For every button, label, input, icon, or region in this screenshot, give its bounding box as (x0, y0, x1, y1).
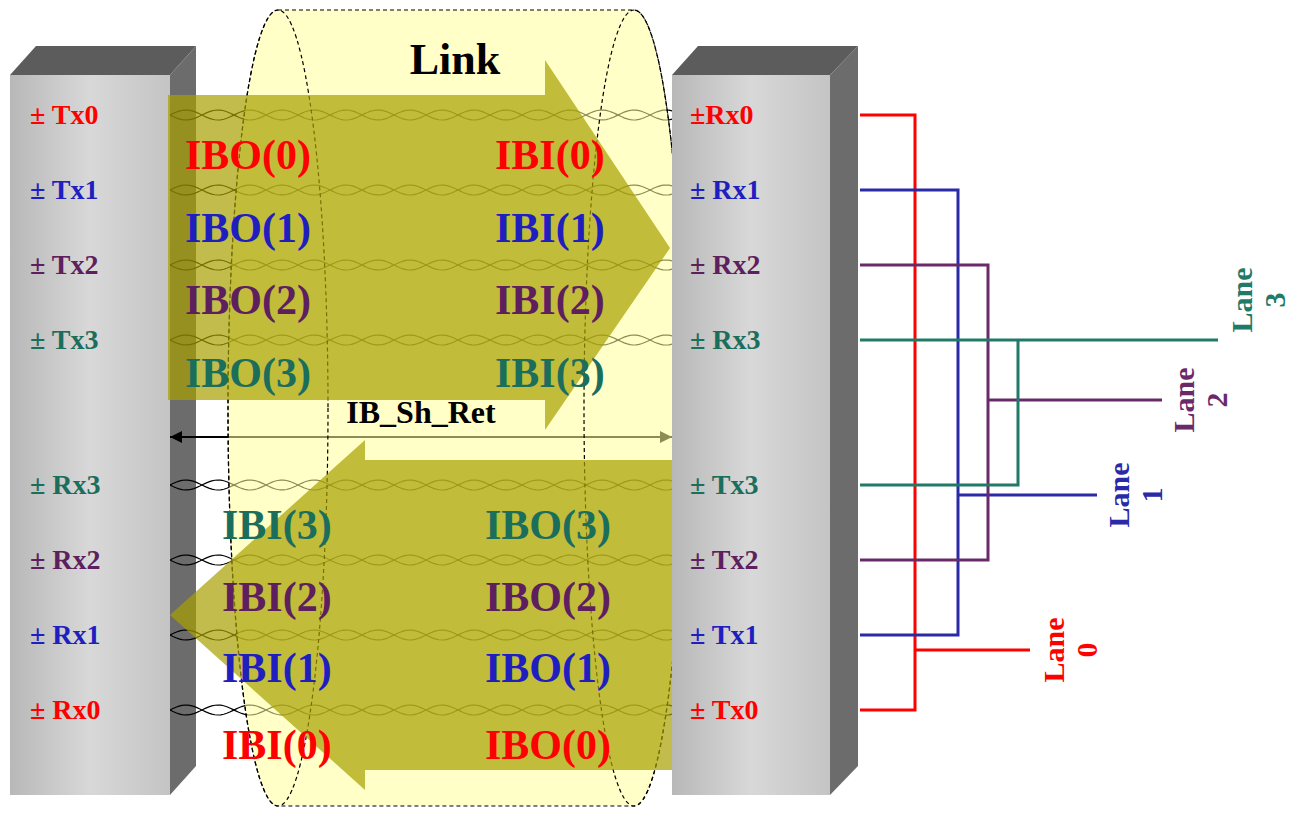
text-slot: IBI(3) (222, 501, 332, 549)
text-slot: IBO(3) (485, 501, 611, 549)
signal-label: IBO(3) (485, 501, 611, 549)
signal-label: IBO(0) (185, 131, 311, 179)
text-slot: ± Tx0 (690, 694, 759, 726)
signal-label: IBI(0) (495, 131, 605, 179)
text-slot: IBI(0) (222, 721, 332, 769)
text-slot: IBI(2) (222, 573, 332, 621)
signal-label: IBO(1) (185, 204, 311, 252)
arrow-fill (170, 440, 672, 790)
pin-label: ± Tx1 (690, 619, 759, 651)
pin-label: ±Rx0 (690, 99, 754, 131)
text-slot: ± Rx0 (30, 694, 101, 726)
pin-label: ± Tx3 (690, 469, 759, 501)
text-slot: ± Tx0 (30, 99, 99, 131)
signal-label: IBI(3) (222, 501, 332, 549)
text-slot: Lane 1 (1102, 455, 1168, 535)
text-slot: IB_Sh_Ret (346, 394, 495, 431)
text-slot: IBI(1) (495, 204, 605, 252)
direction-arrow: IBI(3) IBO(3) IBI(2) IBO(2) IBI(1) IBO(1) IBI(… (168, 438, 672, 792)
text-slot: ± Rx3 (690, 324, 761, 356)
lane-wire (860, 190, 1097, 635)
text-slot: ± Rx2 (690, 249, 761, 281)
lane-label: Lane 1 (1102, 455, 1168, 535)
text-slot: IBO(0) (485, 721, 611, 769)
signal-label: IBI(1) (495, 204, 605, 252)
text-slot: IBO(1) (185, 204, 311, 252)
text-slot: Lane 3 (1225, 260, 1291, 340)
text-slot: IBI(0) (495, 131, 605, 179)
text-slot: ± Rx2 (30, 544, 101, 576)
text-slot: ± Rx1 (690, 174, 761, 206)
text-slot: IBO(3) (185, 349, 311, 397)
text-slot: IBI(3) (495, 349, 605, 397)
text-slot: Link (410, 35, 501, 86)
signal-label: IBO(3) (185, 349, 311, 397)
lane-label: Lane 0 (1037, 610, 1103, 690)
pin-label: ± Tx2 (690, 544, 759, 576)
pin-label: ± Tx1 (30, 174, 99, 206)
link-title: Link (410, 35, 501, 86)
panel-top-face (672, 46, 858, 75)
signal-label: IBO(2) (485, 573, 611, 621)
text-slot: IBI(1) (222, 644, 332, 692)
text-slot: IBO(2) (485, 573, 611, 621)
pin-label: ± Rx2 (690, 249, 761, 281)
lane-wire (860, 115, 1030, 710)
signal-label: IBI(3) (495, 349, 605, 397)
pin-label: ± Rx1 (30, 619, 101, 651)
panel-side-face (830, 46, 858, 795)
signal-label: IBI(2) (222, 573, 332, 621)
text-slot: ± Tx1 (690, 619, 759, 651)
arrow-fill (168, 60, 670, 430)
signal-label: IBI(1) (222, 644, 332, 692)
pin-label: ± Tx0 (30, 99, 99, 131)
signal-label: IBO(2) (185, 276, 311, 324)
text-slot: IBO(2) (185, 276, 311, 324)
text-slot: ± Rx1 (30, 619, 101, 651)
text-slot: ± Tx3 (30, 324, 99, 356)
lane-label: Lane 2 (1167, 360, 1233, 440)
pin-label: ± Rx3 (30, 469, 101, 501)
pin-label: ± Tx3 (30, 324, 99, 356)
port-panel: ±Rx0 ± Rx1 ± Rx2 ± Rx3 ± Tx3 ± Tx2 ± Tx1 ± Tx0 (672, 75, 830, 795)
text-slot: ±Rx0 (690, 99, 754, 131)
edge-label: IB_Sh_Ret (346, 394, 495, 431)
pin-label: ± Rx0 (30, 694, 101, 726)
text-slot: IBI(2) (495, 276, 605, 324)
text-slot: ± Tx3 (690, 469, 759, 501)
text-slot: IBO(1) (485, 644, 611, 692)
pin-label: ± Tx0 (690, 694, 759, 726)
text-slot: IBO(0) (185, 131, 311, 179)
pin-label: ± Tx2 (30, 249, 99, 281)
lane-label: Lane 3 (1225, 260, 1291, 340)
port-panel: ± Tx0 ± Tx1 ± Tx2 ± Tx3 ± Rx3 ± Rx2 ± Rx1 ± Rx0 (10, 75, 170, 795)
signal-label: IBI(2) (495, 276, 605, 324)
text-slot: ± Tx2 (30, 249, 99, 281)
text-slot: ± Tx1 (30, 174, 99, 206)
pin-label: ± Rx3 (690, 324, 761, 356)
text-slot: ± Rx3 (30, 469, 101, 501)
pin-label: ± Rx2 (30, 544, 101, 576)
text-slot: Lane 2 (1167, 360, 1233, 440)
text-slot: Lane 0 (1037, 610, 1103, 690)
lane-wire (860, 340, 1218, 485)
direction-arrow: IBO(0) IBI(0) IBO(1) IBI(1) IBO(2) IBI(2) IBO(… (168, 58, 672, 432)
pin-label: ± Rx1 (690, 174, 761, 206)
signal-label: IBO(1) (485, 644, 611, 692)
text-slot: ± Tx2 (690, 544, 759, 576)
signal-label: IBI(0) (222, 721, 332, 769)
panel-top-face (10, 46, 196, 75)
signal-label: IBO(0) (485, 721, 611, 769)
